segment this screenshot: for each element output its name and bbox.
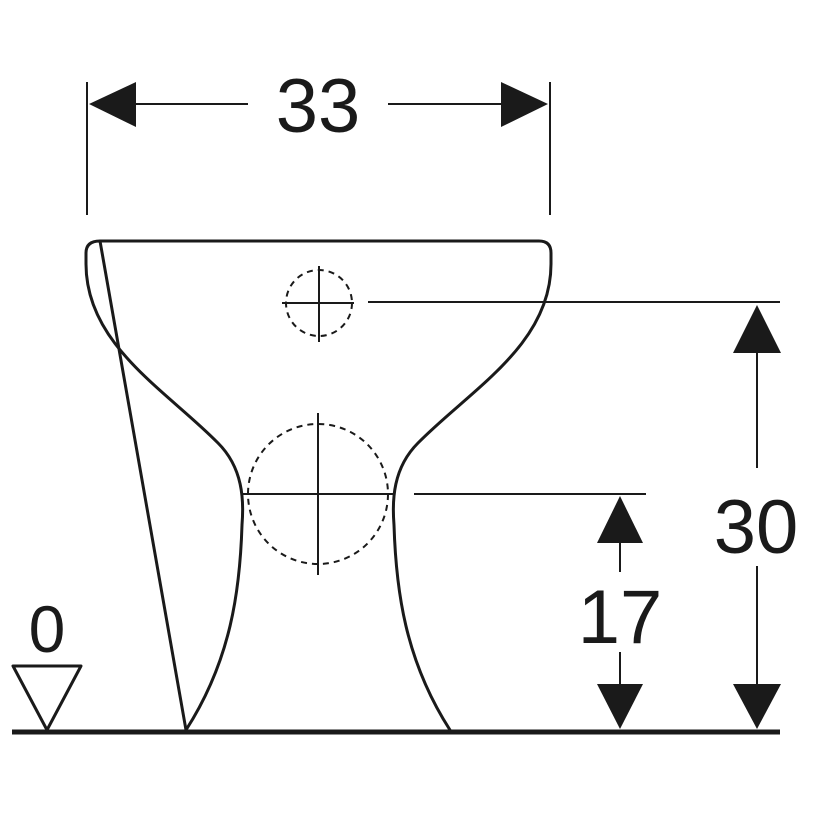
outlet-height-value: 30: [714, 485, 799, 570]
inlet-height-value: 17: [578, 575, 663, 660]
inlet-arrow-up-icon: [597, 496, 643, 543]
bowl-profile: [84, 239, 553, 732]
floor-level-triangle-icon: [11, 664, 83, 732]
outlet-arrow-up-icon: [733, 305, 781, 353]
upper-outlet: [282, 266, 354, 342]
width-value: 33: [276, 64, 361, 149]
width-arrow-left-icon: [89, 82, 136, 127]
toilet-bowl-outline: [84, 239, 553, 732]
outlet-arrow-down-icon: [733, 684, 781, 729]
lower-outlet: [242, 413, 394, 575]
width-dimension: 33: [86, 64, 551, 215]
width-arrow-right-icon: [501, 82, 548, 127]
floor-level-value: 0: [29, 592, 66, 666]
floor-level-marker: 0: [11, 592, 83, 732]
inlet-height-dimension: 17: [578, 496, 663, 729]
outlet-height-dimension: 30: [714, 305, 799, 729]
inlet-arrow-down-icon: [597, 684, 643, 729]
